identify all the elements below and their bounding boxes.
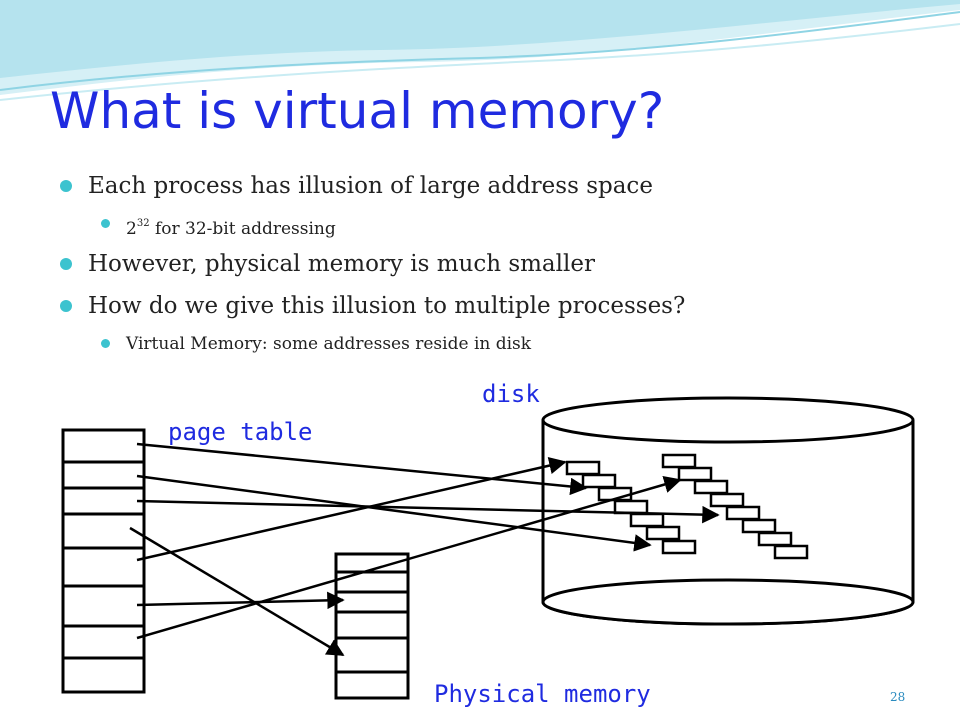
disk-cylinder: [541, 396, 915, 626]
arrow: [136, 442, 588, 496]
sub-bullet-item: 232 for 32-bit addressing: [60, 210, 940, 246]
arrow: [136, 475, 682, 640]
physical-memory-block: [334, 552, 410, 700]
bullet-dot-icon: [101, 219, 110, 228]
mapping-arrows: [129, 442, 720, 657]
bullet-text: Virtual Memory: some addresses reside in…: [126, 334, 532, 354]
arrow: [136, 499, 720, 524]
arrow: [136, 456, 567, 562]
arrow: [136, 591, 345, 610]
bullet-text: However, physical memory is much smaller: [88, 251, 595, 277]
bullet-text: Each process has illusion of large addre…: [88, 173, 653, 199]
bullet-dot-icon: [60, 258, 72, 270]
page-table: [61, 428, 146, 694]
power-base: 2: [126, 219, 137, 239]
power-exponent: 32: [136, 218, 150, 229]
bullet-text: for 32-bit addressing: [149, 219, 336, 239]
bullet-dot-icon: [60, 180, 72, 192]
bullet-dot-icon: [101, 339, 110, 348]
slide-title: What is virtual memory?: [50, 82, 665, 140]
disk-label: disk: [482, 380, 540, 408]
sub-bullet-item: Virtual Memory: some addresses reside in…: [60, 330, 940, 366]
bullet-item: However, physical memory is much smaller: [60, 246, 940, 288]
bullet-text: How do we give this illusion to multiple…: [88, 293, 686, 319]
arrow: [129, 526, 345, 657]
bullet-list: Each process has illusion of large addre…: [60, 168, 940, 366]
bullet-dot-icon: [60, 300, 72, 312]
physical-memory-label: Physical memory: [434, 680, 651, 708]
page-number: 28: [890, 690, 906, 704]
arrow: [136, 474, 652, 552]
page-table-label: page table: [168, 418, 313, 446]
bullet-item: Each process has illusion of large addre…: [60, 168, 940, 210]
header-wave-decoration: [0, 0, 960, 101]
bullet-item: How do we give this illusion to multiple…: [60, 288, 940, 330]
